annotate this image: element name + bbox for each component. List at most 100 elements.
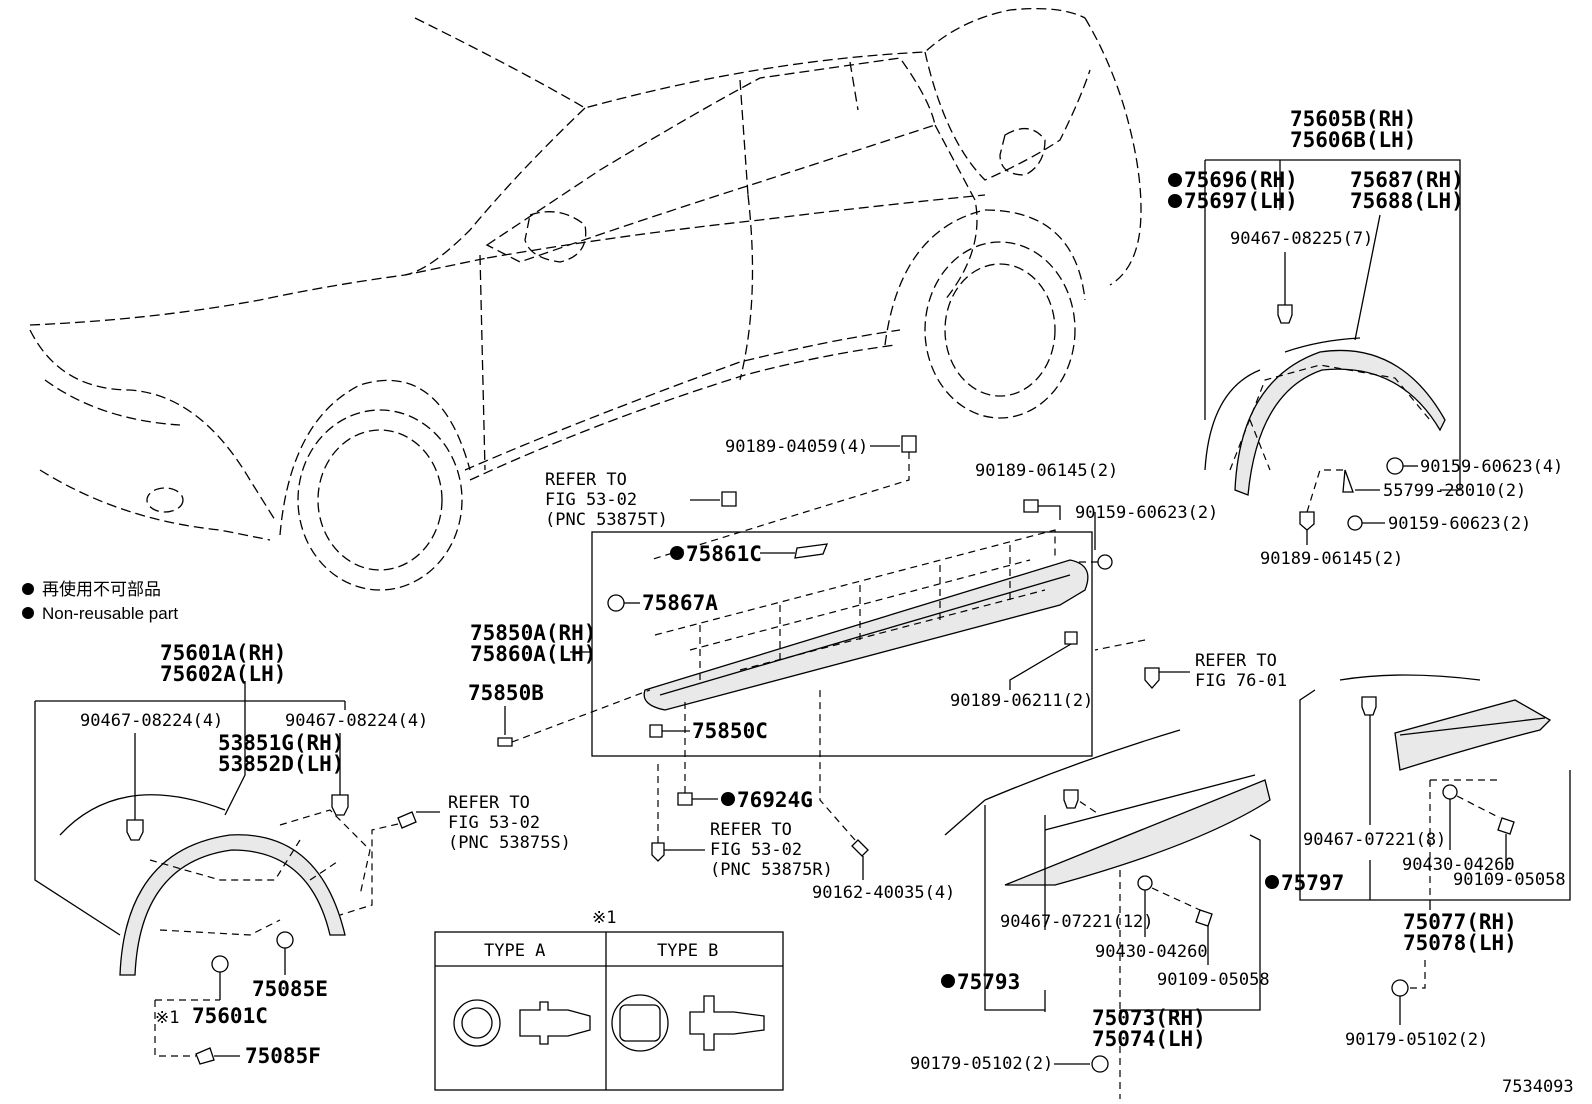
rocker-refer-c-1: REFER TO (710, 820, 792, 840)
front-arch-refer-2: FIG 53-02 (448, 813, 540, 833)
front-arch-clip-c-label: 75601C (192, 1004, 268, 1028)
door-rear-assy-rh: 75077(RH) (1403, 910, 1517, 934)
clip-icon (1361, 696, 1377, 716)
front-arch-liner-rh: 53851G(RH) (218, 731, 344, 755)
non-reusable-bullet-icon (1168, 173, 1182, 187)
clip-icon (607, 594, 625, 612)
rocker-assy-rh: 75850A(RH) (470, 621, 596, 645)
rocker-detail-box (591, 531, 1093, 757)
rear-arch-seal-lh: 75697(LH) (1184, 189, 1298, 213)
type-box-frame (434, 931, 784, 1091)
clip-icon (721, 491, 737, 507)
nut-icon (1023, 499, 1039, 513)
front-arch-refer-1: REFER TO (448, 793, 530, 813)
rocker-clip-a-label: 75867A (642, 591, 718, 615)
door-front-assy-lh: 75074(LH) (1092, 1027, 1206, 1051)
screw-icon (195, 1047, 215, 1065)
rocker-refer-a-3: (PNC 53875T) (545, 510, 668, 530)
rear-arch-screw1-label: 90159-60623(4) (1420, 457, 1563, 477)
diagram-id: 7534093 (1502, 1077, 1574, 1097)
nut-icon (1064, 631, 1078, 645)
rear-arch-trim-lh: 75688(LH) (1350, 189, 1464, 213)
rocker-refer-b-2: FIG 76-01 (1195, 671, 1287, 691)
nut-icon (1299, 511, 1315, 531)
bolt-icon (1091, 1055, 1109, 1073)
door-rear-clip-label: 90467-07221(8) (1303, 830, 1446, 850)
non-reusable-bullet-icon (1265, 875, 1279, 889)
screw-icon (1347, 515, 1363, 531)
rear-arch-trim-rh: 75687(RH) (1350, 168, 1464, 192)
door-rear-assy-lh: 75078(LH) (1403, 931, 1517, 955)
rocker-clip-b-label: 75850B (468, 681, 544, 705)
rocker-refer-c-2: FIG 53-02 (710, 840, 802, 860)
non-reusable-bullet-icon (941, 974, 955, 988)
rocker-clip-g-label: 76924G (737, 788, 813, 812)
clip-icon (651, 842, 665, 862)
clip-icon (1063, 789, 1079, 809)
door-front-bolt-label: 90179-05102(2) (910, 1054, 1053, 1074)
door-front-assy-rh: 75073(RH) (1092, 1006, 1206, 1030)
non-reusable-bullet-icon (670, 546, 684, 560)
door-front-moulding (1004, 779, 1271, 886)
non-reusable-bullet-icon (22, 583, 34, 595)
rocker-assy-lh: 75860A(LH) (470, 642, 596, 666)
washer-icon (1442, 784, 1458, 800)
tape-icon (794, 543, 829, 559)
rear-arch-pad-label: 55799-28010(2) (1383, 481, 1526, 501)
rocker-group: 90189-04059(4) REFER TO FIG 53-02 (PNC 5… (468, 435, 1287, 903)
door-rear-bolt-label: 90179-05102(2) (1345, 1030, 1488, 1050)
clip-icon (397, 811, 417, 829)
nut-icon (1195, 909, 1213, 927)
legend: 再使用不可部品 Non-reusable part (22, 579, 178, 623)
front-arch-clip-c-mark: ※1 (155, 1008, 179, 1028)
clip-icon (497, 737, 513, 747)
legend-jp: 再使用不可部品 (42, 579, 161, 599)
screw-icon (851, 839, 869, 857)
door-rear-group: 90467-07221(8) 90430-04260 75797 90109-0… (1265, 674, 1571, 1050)
front-arch-part-rh: 75601A(RH) (160, 641, 286, 665)
washer-icon (1137, 875, 1153, 891)
nut-icon (1497, 817, 1515, 835)
front-arch-liner-lh: 53852D(LH) (218, 752, 344, 776)
type-b-label: TYPE B (657, 941, 718, 961)
rocker-clip-c-label: 75850C (692, 719, 768, 743)
type-b-clip-icon (689, 995, 765, 1051)
front-arch-part-lh: 75602A(LH) (160, 662, 286, 686)
type-a-label: TYPE A (484, 941, 545, 961)
rocker-tape-label: 75861C (686, 542, 762, 566)
rear-arch-group: 75605B(RH) 75606B(LH) 75696(RH) 75697(LH… (1168, 107, 1563, 569)
type-box: ※1 TYPE A TYPE B (434, 908, 784, 1091)
door-front-washer-label: 90430-04260 (1095, 942, 1208, 962)
rear-arch-nut-label: 90189-06145(2) (1260, 549, 1403, 569)
front-arch-refer-3: (PNC 53875S) (448, 833, 571, 853)
front-arch-clip-l-label: 90467-08224(4) (80, 711, 223, 731)
rear-arch-clip-label: 90467-08225(7) (1230, 229, 1373, 249)
rocker-nut-bottom-label: 90189-06211(2) (950, 691, 1093, 711)
vehicle-outline (29, 8, 1142, 591)
rear-arch-part-lh: 75606B(LH) (1290, 128, 1416, 152)
rocker-screw-right-label: 90159-60623(2) (1075, 503, 1218, 523)
screw-icon (276, 931, 294, 949)
rear-arch-seal-rh: 75696(RH) (1184, 168, 1298, 192)
front-arch-screw-f-label: 75085F (245, 1044, 321, 1068)
type-a-clip-icon (519, 1001, 591, 1045)
front-arch-clip-r-label: 90467-08224(4) (285, 711, 428, 731)
clip-icon (331, 794, 349, 816)
front-arch-group: 75601A(RH) 75602A(LH) 90467-08224(4) 904… (34, 641, 571, 1068)
clip-icon (1144, 667, 1160, 689)
pad-icon (1342, 469, 1354, 493)
door-front-group: 90467-07221(12) 75793 90430-04260 90109-… (910, 729, 1271, 1099)
rear-arch-screw2-label: 90159-60623(2) (1388, 514, 1531, 534)
legend-en: Non-reusable part (42, 604, 178, 623)
door-front-seal-label: 75793 (957, 970, 1020, 994)
clip-icon (677, 792, 693, 806)
clip-icon (1277, 304, 1293, 324)
rocker-nut-top-label: 90189-04059(4) (725, 437, 868, 457)
clip-icon (649, 724, 663, 738)
nut-icon (901, 435, 917, 453)
screw-icon (1097, 554, 1113, 570)
clip-icon (211, 955, 229, 973)
non-reusable-bullet-icon (1168, 194, 1182, 208)
